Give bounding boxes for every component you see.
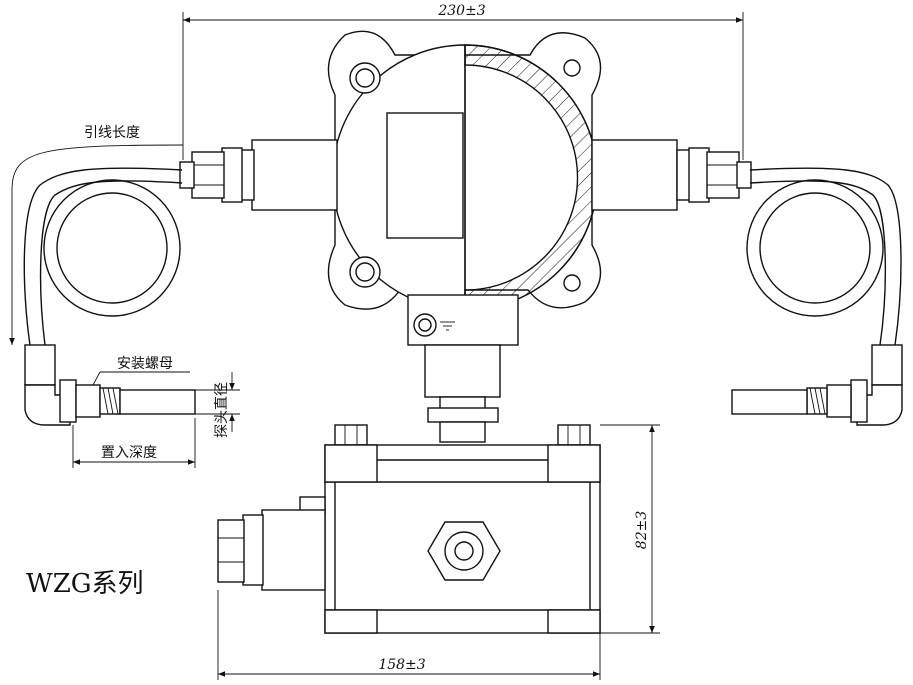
mounting-nut-label: 安装螺母 xyxy=(117,356,173,372)
right-probe xyxy=(731,379,868,423)
nut-icon xyxy=(557,424,591,446)
hex-nut-icon xyxy=(427,521,501,581)
left-cable-gland xyxy=(179,139,338,211)
overall-width-dimension: 230±3 xyxy=(182,3,744,160)
nameplate xyxy=(386,112,464,239)
bolt-icon xyxy=(349,62,381,94)
left-elbow-fitting xyxy=(24,344,71,426)
mounting-hole-icon xyxy=(563,274,581,292)
lead-length-label: 引线长度 xyxy=(84,125,140,141)
overall-width-value: 230±3 xyxy=(437,3,485,19)
right-elbow-fitting xyxy=(856,344,903,426)
base-width-value: 158±3 xyxy=(378,657,425,673)
left-probe xyxy=(59,379,196,423)
insertion-depth-label: 置入深度 xyxy=(101,445,157,461)
nut-icon xyxy=(334,424,368,446)
series-name: WZG系列 xyxy=(26,569,144,599)
height-dimension: 82±3 xyxy=(600,424,660,634)
front-view: 82±3 158±3 xyxy=(217,424,660,680)
housing-stem xyxy=(407,294,519,443)
bolt-icon xyxy=(349,256,381,288)
side-cable-gland xyxy=(217,496,326,591)
mounting-hole-icon xyxy=(563,59,581,77)
right-lead-cable xyxy=(731,167,903,426)
left-lead-cable: 引线长度 安装螺母 探头直径 置入深度 xyxy=(9,125,240,468)
probe-diameter-label: 探头直径 xyxy=(213,382,230,438)
base-width-dimension: 158±3 xyxy=(217,590,601,680)
height-value: 82±3 xyxy=(634,511,650,550)
top-view xyxy=(179,30,752,443)
right-cable-gland xyxy=(591,139,752,211)
